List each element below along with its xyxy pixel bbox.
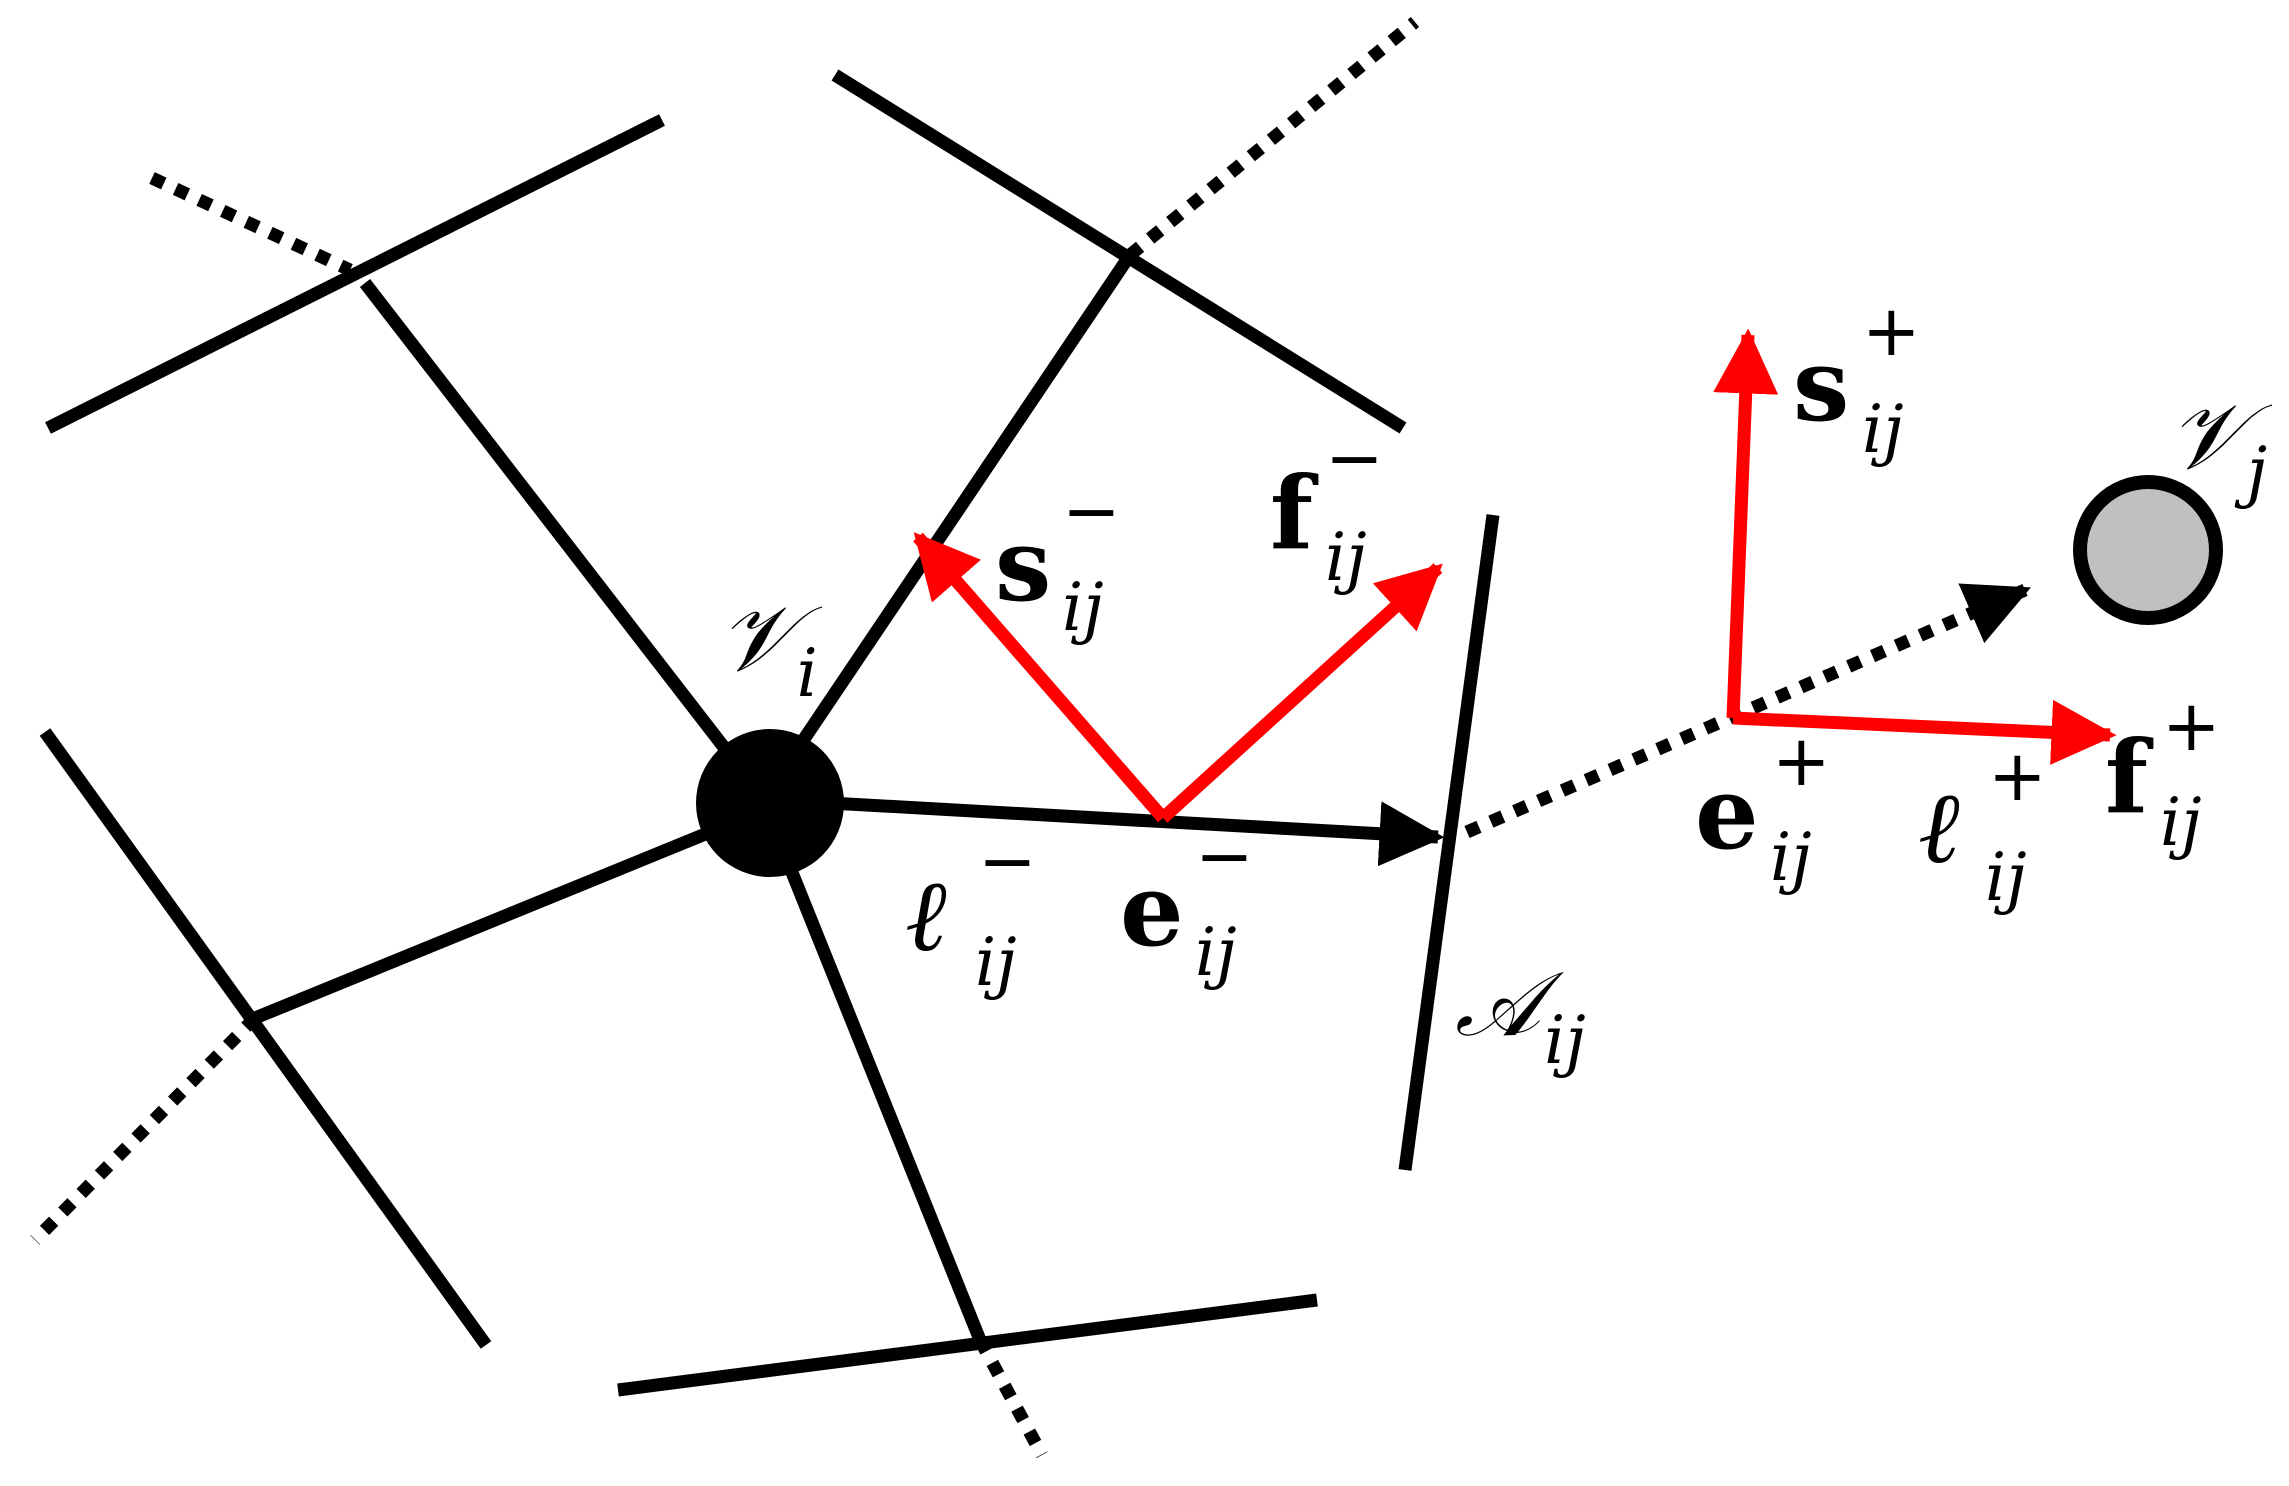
- label-s-plus-sup: +: [1862, 290, 1921, 372]
- label-l-plus-sup: +: [1988, 735, 2047, 817]
- edge-down: [778, 852, 987, 1343]
- label-l-minus-sub: ij: [975, 924, 1017, 1001]
- minus-side-vectors: [913, 532, 1443, 823]
- label-f-plus-sup: +: [2162, 685, 2221, 767]
- edge-upper-left: [359, 279, 746, 772]
- edge-left: [252, 819, 728, 1025]
- label-l-plus: ℓ: [1918, 769, 1960, 886]
- f-minus-arrow: [1158, 563, 1443, 823]
- label-s-minus: s: [995, 506, 1051, 624]
- label-f-plus: f: [2105, 718, 2154, 836]
- dotted-lower-left: [30, 1013, 260, 1245]
- label-a-ij: 𝒜ij: [1455, 952, 1586, 1079]
- label-v-i: 𝒱i: [718, 585, 823, 712]
- label-e-minus-sup: −: [1195, 815, 1254, 897]
- node-i: [696, 729, 844, 877]
- label-e-plus: e: [1695, 754, 1759, 872]
- label-s-minus-sub: ij: [1062, 569, 1104, 646]
- edges-from-node-i: [252, 251, 1136, 1343]
- label-l-minus-sup: −: [978, 820, 1037, 902]
- plus-side-vectors: [1713, 328, 2117, 765]
- dotted-bottom: [974, 1336, 1048, 1459]
- node-j: [2073, 475, 2223, 625]
- label-l-plus-sub: ij: [1985, 839, 2027, 916]
- s-minus-arrow: [913, 532, 1168, 823]
- label-e-minus-sub: ij: [1195, 914, 1237, 991]
- f-plus-arrow: [1732, 699, 2117, 765]
- s-plus-arrow: [1713, 328, 1779, 719]
- dotted-top-left: [149, 172, 353, 276]
- label-f-minus-sub: ij: [1325, 519, 1367, 596]
- boundary-top-middle: [831, 69, 1407, 434]
- dotted-continuations: [30, 16, 1420, 1459]
- label-l-minus: ℓ: [905, 857, 947, 974]
- label-f-minus-sup: −: [1325, 417, 1384, 499]
- boundary-bottom: [617, 1293, 1318, 1397]
- boundary-top-left: [45, 114, 665, 434]
- label-e-plus-sup: +: [1772, 720, 1831, 802]
- boundary-face-a-ij: [1398, 514, 1500, 1171]
- label-f-minus: f: [1270, 454, 1319, 572]
- label-e-minus: e: [1120, 851, 1184, 969]
- dotted-top-right: [1125, 16, 1420, 261]
- label-f-plus-sub: ij: [2160, 784, 2202, 861]
- l-minus-arrow: [829, 796, 1445, 867]
- label-s-plus-sub: ij: [1862, 391, 1904, 468]
- label-v-j: 𝒱j: [2168, 383, 2273, 510]
- dotted-arrow-to-node-j: [1464, 583, 2031, 838]
- label-s-minus-sup: −: [1062, 470, 1121, 552]
- cell-boundaries: [39, 69, 1500, 1397]
- label-e-plus-sub: ij: [1770, 819, 1812, 896]
- edge-upper-right: [792, 251, 1136, 752]
- label-s-plus: s: [1793, 326, 1849, 444]
- boundary-left: [39, 728, 492, 1349]
